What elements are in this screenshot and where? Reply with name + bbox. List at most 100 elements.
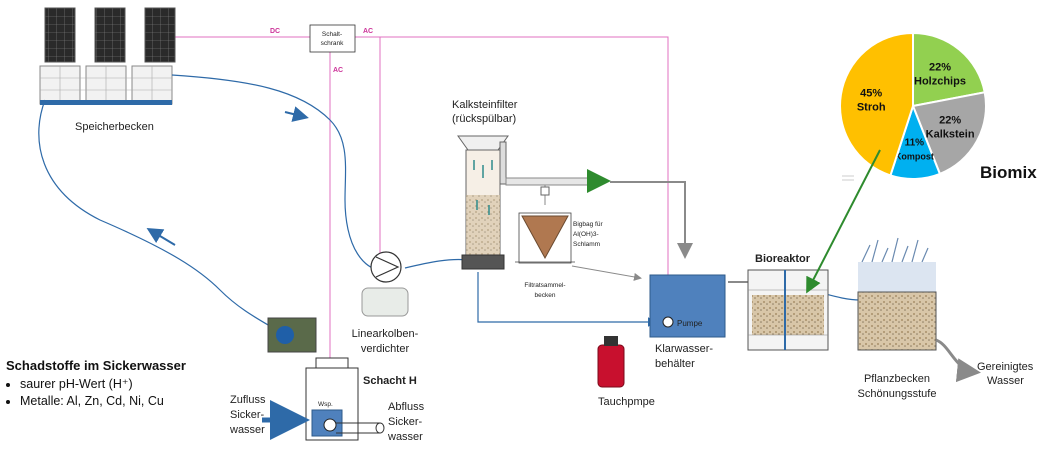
abfluss-label-2: Sicker- <box>388 416 423 428</box>
biomix-arrow <box>806 149 881 294</box>
linear-label-2: verdichter <box>361 343 410 355</box>
pumpe-label: Pumpe <box>677 319 703 328</box>
solar-panel-icon <box>44 7 76 63</box>
equals-icon <box>842 175 854 181</box>
bigbag-label-2: Al(OH)3- <box>573 231 599 238</box>
pflanz-label-1: Pflanzbecken <box>864 373 930 385</box>
bioreaktor-label: Bioreaktor <box>755 253 811 265</box>
bioreaktor-media <box>752 295 824 335</box>
reed-plants-icon <box>861 237 929 263</box>
pump-triangle-icon <box>375 256 400 278</box>
bioreaktor: Bioreaktor <box>747 253 829 351</box>
linearkolbenverdichter: Linearkolben- verdichter <box>352 287 419 355</box>
pie-slice-holzchips <box>912 31 986 108</box>
compressor-icon <box>361 287 409 317</box>
pump-circle-icon <box>370 251 402 283</box>
klarwasserbehaelter: Pumpe Klarwasser- behälter <box>649 274 726 370</box>
pie-category-label: Kompost <box>895 151 934 161</box>
pie-category-label: Kalkstein <box>926 128 975 140</box>
pie-value-label: 11% <box>905 137 925 148</box>
solar-panel-icon <box>94 7 126 63</box>
schacht-label: Schacht H <box>363 375 417 387</box>
legend-item: Metalle: Al, Zn, Cd, Ni, Cu <box>20 394 236 408</box>
dc-label: DC <box>270 28 280 35</box>
klarwasser-tank <box>649 274 726 338</box>
abfluss-label-1: Abfluss <box>388 401 425 413</box>
plant-bed <box>857 291 937 351</box>
gereinigt-label-2: Wasser <box>987 375 1024 387</box>
pump-symbol <box>370 251 402 283</box>
pipe-to-filter <box>171 74 401 273</box>
flow-arrow-icon <box>284 106 309 122</box>
solar-panels <box>44 7 176 63</box>
zufluss-label-3: wasser <box>229 424 265 436</box>
pump-handle <box>604 336 618 346</box>
bigbag: Bigbag für Al(OH)3- Schlamm Filtratsamme… <box>515 212 603 299</box>
flow-filtrat <box>571 265 642 281</box>
pflanzbecken: Pflanzbecken Schönungsstufe <box>857 237 937 400</box>
filter-base <box>461 254 505 270</box>
zufluss-label-2: Sicker- <box>230 409 265 421</box>
abfluss-pipe <box>336 422 380 434</box>
linear-label-1: Linearkolben- <box>352 328 419 340</box>
biomix-pie-chart: 22%Holzchips22%Kalkstein11%Kompost45%Str… <box>839 31 987 180</box>
bigbag-label-3: Schlamm <box>573 241 600 248</box>
schaltschrank-box <box>309 24 356 53</box>
outflow-pipe <box>935 338 981 383</box>
schaltschrank: Schalt- schrank <box>309 24 356 53</box>
pie-value-label: 22% <box>939 114 961 126</box>
legend-title: Schadstoffe im Sickerwasser <box>6 358 186 373</box>
pump-icon <box>323 418 337 432</box>
solar-panel-icon <box>144 7 176 63</box>
legend-list: saurer pH-Wert (H⁺) Metalle: Al, Zn, Cd,… <box>6 376 236 408</box>
pump-icon <box>662 316 674 328</box>
pie-value-label: 45% <box>860 87 882 99</box>
filter-flow-icon <box>473 160 493 215</box>
zufluss-label-1: Zufluss <box>230 394 266 406</box>
klarwasser-label-1: Klarwasser- <box>655 343 713 355</box>
wsp-label: Wsp. <box>318 401 333 408</box>
speicherbecken-label: Speicherbecken <box>75 121 154 133</box>
flow-to-klarwasser <box>610 181 693 259</box>
pie-slice-stroh <box>839 31 914 177</box>
kalksteinfilter-label-2: (rückspülbar) <box>452 113 516 125</box>
schacht-h: Wsp. Schacht H Zufluss Sicker- wasser Ab… <box>229 357 425 443</box>
legend-item: saurer pH-Wert (H⁺) <box>20 376 236 391</box>
abfluss-outlet <box>375 422 385 434</box>
schaltschrank-label-2: schrank <box>321 40 345 47</box>
bigbag-sack <box>521 215 569 260</box>
pump-photo <box>267 317 317 353</box>
kalksteinfilter-label-1: Kalksteinfilter <box>452 99 518 111</box>
speicherbecken: Speicherbecken <box>39 65 173 133</box>
ac-vertical-label: AC <box>333 67 343 74</box>
schaltschrank-label-1: Schalt- <box>322 31 342 38</box>
tauchpumpe-label: Tauchpmpe <box>598 396 655 408</box>
power-cables <box>170 36 669 360</box>
biomix-title: Biomix <box>980 163 1037 182</box>
submersible-pump-icon <box>597 344 625 388</box>
pie-category-label: Stroh <box>857 101 886 113</box>
pipe-return <box>38 99 281 333</box>
tauchpumpe: Tauchpmpe <box>597 336 655 408</box>
valve-icon <box>540 186 550 196</box>
abfluss-label-3: wasser <box>387 431 423 443</box>
pipe-backwash <box>477 272 658 327</box>
ibc-base <box>40 100 172 105</box>
klarwasser-label-2: behälter <box>655 358 695 370</box>
pollutant-legend: Schadstoffe im Sickerwasser saurer pH-We… <box>6 358 236 411</box>
plant-zone <box>858 262 936 292</box>
water-pipes <box>38 74 861 333</box>
gereinigt-label-1: Gereinigtes <box>977 361 1034 373</box>
pie-value-label: 22% <box>929 61 951 73</box>
pflanz-label-2: Schönungsstufe <box>858 388 937 400</box>
flow-arrow-icon <box>146 227 176 246</box>
filter-bed <box>466 195 500 255</box>
filtrat-label-1: Filtratsammel- <box>524 282 565 289</box>
filter-overflow <box>505 177 591 186</box>
ac-cable-right <box>355 36 669 285</box>
pump-photo-icon <box>276 326 294 344</box>
pipe-compressor <box>404 258 469 269</box>
ac-top-label: AC <box>363 28 373 35</box>
